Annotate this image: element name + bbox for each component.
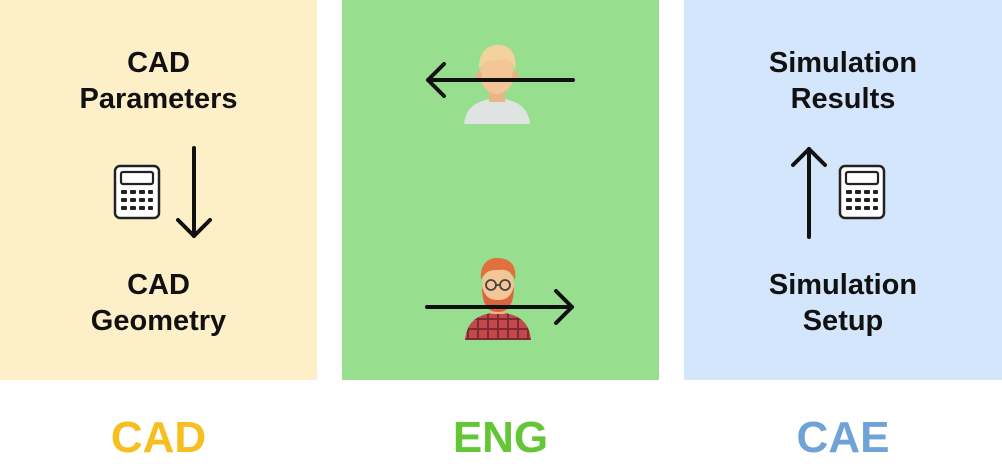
right-arrow [425,289,574,325]
simulation-setup-label: Simulation Setup [684,267,1002,339]
cad-parameters-line1: CAD [127,47,190,79]
left-arrow [426,62,575,98]
cad-parameters-label: CAD Parameters [0,45,317,117]
cad-footer-label: CAD [110,413,207,462]
up-arrow [791,147,827,239]
eng-footer-label: ENG [452,413,549,462]
simulation-results-line2: Results [790,83,896,115]
cad-panel: CAD Parameters CAD Geometry [0,0,317,380]
cae-footer-label: CAE [796,413,890,462]
calculator-icon [838,164,886,220]
simulation-setup-line2: Setup [802,305,884,337]
engineer-avatar-icon [464,44,530,124]
cad-geometry-line2: Geometry [90,305,227,337]
simulation-results-label: Simulation Results [684,45,1002,117]
calculator-icon [113,164,161,220]
cad-geometry-label: CAD Geometry [0,267,317,339]
cad-geometry-line1: CAD [127,269,190,301]
simulation-results-line1: Simulation [768,47,918,79]
down-arrow [176,146,212,238]
cad-parameters-line2: Parameters [79,83,238,115]
simulation-setup-line1: Simulation [768,269,918,301]
